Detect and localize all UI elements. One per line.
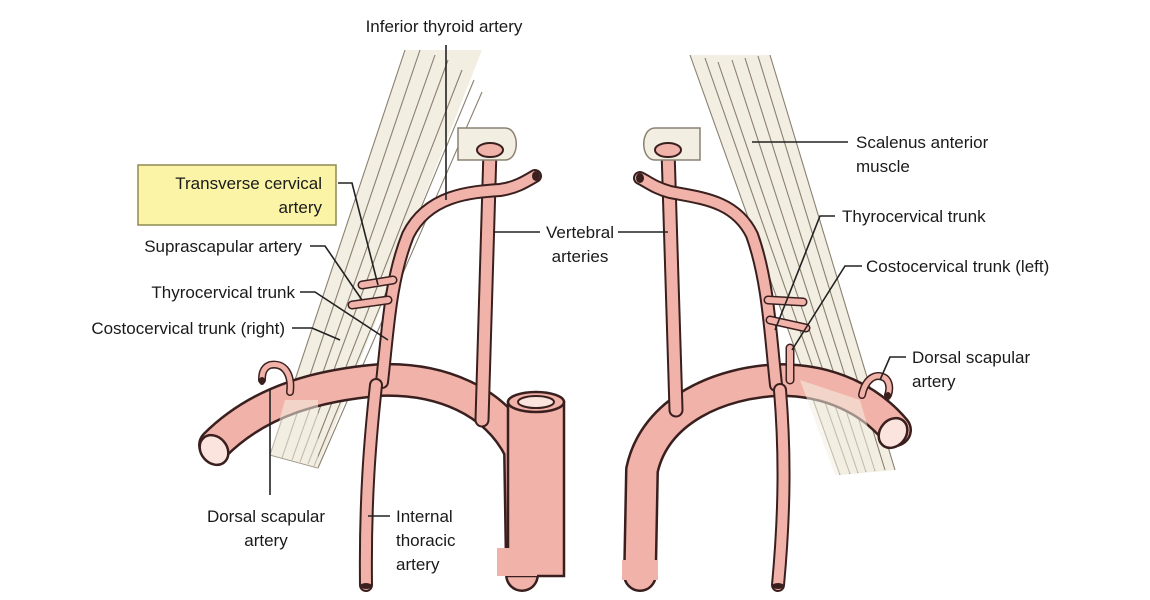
subclavian-cut-end-right xyxy=(198,433,230,467)
internal-thoracic-artery-right xyxy=(358,378,383,592)
svg-text:Inferior thyroid artery: Inferior thyroid artery xyxy=(366,17,523,36)
label-vertebral-arteries-line1: Vertebral xyxy=(546,223,614,242)
label-scalenus-anterior-line1: Scalenus anterior xyxy=(856,133,989,152)
leader-lines xyxy=(269,141,906,517)
left-side-subclavian-diagram xyxy=(622,54,912,592)
label-dorsal-scapular-left-line1: Dorsal scapular xyxy=(912,348,1030,367)
label-thyrocervical-trunk-right: Thyrocervical trunk xyxy=(151,283,295,302)
transverse-cervical-artery-left xyxy=(763,295,808,307)
svg-text:artery: artery xyxy=(279,198,323,217)
label-internal-thoracic-line3: artery xyxy=(396,555,440,574)
label-vertebral-arteries-line2: arteries xyxy=(552,247,609,266)
label-internal-thoracic-line2: thoracic xyxy=(396,531,456,550)
scalenus-anterior-muscle-right xyxy=(269,49,483,469)
label-inferior-thyroid-artery: Inferior thyroid artery xyxy=(366,17,523,36)
right-side-subclavian-diagram xyxy=(198,45,566,592)
label-costocervical-trunk-left: Costocervical trunk (left) xyxy=(866,257,1049,276)
dorsal-scapular-artery-left xyxy=(858,372,894,400)
svg-text:Transverse cervical: Transverse cervical xyxy=(175,174,322,193)
transverse-process-right xyxy=(457,127,517,161)
suprascapular-artery-right xyxy=(347,295,393,310)
brachiocephalic-trunk xyxy=(497,390,566,578)
internal-thoracic-artery-left xyxy=(771,383,791,592)
transverse-process-left xyxy=(643,127,701,161)
label-internal-thoracic-line1: Internal xyxy=(396,507,453,526)
label-dorsal-scapular-right-line2: artery xyxy=(244,531,288,550)
thyrocervical-trunk-right xyxy=(375,169,542,389)
label-suprascapular-artery: Suprascapular artery xyxy=(144,237,302,256)
dorsal-scapular-artery-right xyxy=(258,360,295,396)
suprascapular-artery-left xyxy=(765,315,811,333)
label-costocervical-trunk-right: Costocervical trunk (right) xyxy=(91,319,285,338)
label-dorsal-scapular-left-line2: artery xyxy=(912,372,956,391)
label-scalenus-anterior-line2: muscle xyxy=(856,157,910,176)
label-dorsal-scapular-right-line1: Dorsal scapular xyxy=(207,507,325,526)
label-transverse-cervical-artery-highlight: Transverse cervical artery xyxy=(137,164,337,226)
label-thyrocervical-trunk-left: Thyrocervical trunk xyxy=(842,207,986,226)
